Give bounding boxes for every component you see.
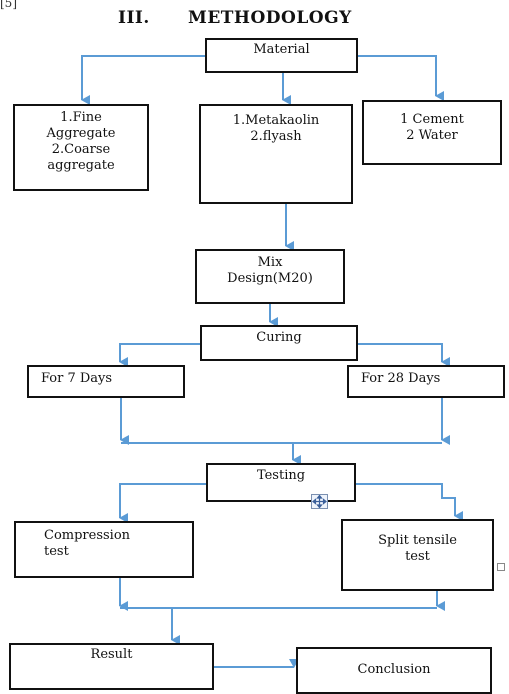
arrow-curing-28days: [358, 343, 450, 367]
node-admixtures: 1.Metakaolin 2.flyash: [199, 104, 353, 204]
section-title: METHODOLOGY: [188, 8, 352, 28]
arrow-testing-compression: [119, 483, 206, 523]
node-7-days: For 7 Days: [27, 365, 185, 398]
arrow-material-aggregates: [81, 55, 205, 105]
node-28-days: For 28 Days: [347, 365, 505, 398]
node-curing: Curing: [200, 325, 358, 361]
node-result: Result: [9, 643, 214, 690]
arrow-material-cement: [358, 55, 444, 101]
arrow-testing-split: [356, 483, 463, 521]
resize-square-icon[interactable]: [497, 563, 505, 571]
node-conclusion: Conclusion: [296, 647, 492, 694]
node-aggregates: 1.Fine Aggregate 2.Coarse aggregate: [13, 104, 149, 191]
node-compression-test: Compression test: [14, 521, 194, 578]
node-cement-water: 1 Cement 2 Water: [362, 100, 502, 165]
arrow-curing-7days: [119, 343, 200, 367]
move-handle[interactable]: [311, 494, 328, 509]
node-testing: Testing: [206, 463, 356, 502]
node-material: Material: [205, 38, 358, 73]
node-split-tensile-test: Split tensile test: [341, 519, 494, 591]
section-number: III.: [118, 8, 150, 28]
move-cross-icon: [312, 495, 327, 508]
node-mix-design: Mix Design(M20): [195, 249, 345, 304]
reference-marker: [5]: [0, 0, 17, 10]
